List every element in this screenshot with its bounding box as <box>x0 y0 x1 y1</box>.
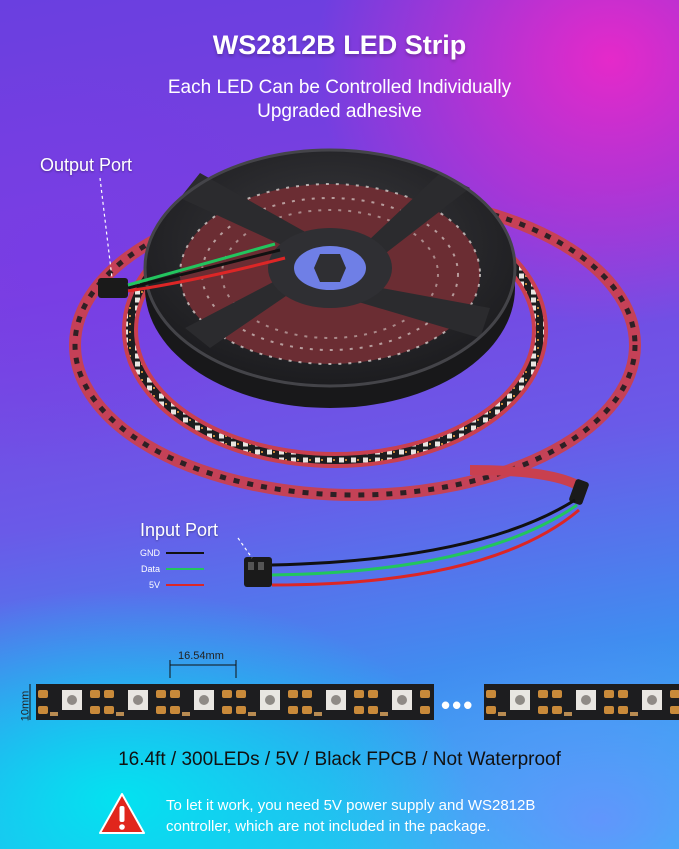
solder-pad <box>604 690 614 698</box>
led-lens <box>581 695 591 705</box>
led-lens <box>331 695 341 705</box>
solder-pad <box>222 706 232 714</box>
capacitor <box>182 712 190 716</box>
capacitor <box>380 712 388 716</box>
solder-pad <box>670 706 679 714</box>
solder-pad <box>90 706 100 714</box>
led-lens <box>265 695 275 705</box>
solder-pad <box>354 690 364 698</box>
led-pitch-label: 16.54mm <box>178 650 224 662</box>
solder-pad <box>420 706 430 714</box>
wire-legend-row: Data <box>130 562 210 576</box>
input-port-label: Input Port <box>140 520 219 540</box>
solder-pad <box>90 690 100 698</box>
solder-pad <box>618 706 628 714</box>
solder-pad <box>552 690 562 698</box>
subtitle-line-2: Upgraded adhesive <box>257 101 422 122</box>
solder-pad <box>104 706 114 714</box>
solder-pad <box>486 690 496 698</box>
solder-pad <box>618 690 628 698</box>
led-lens <box>67 695 77 705</box>
strip-width-label: 10mm <box>19 690 32 722</box>
solder-pad <box>302 706 312 714</box>
solder-pad <box>552 706 562 714</box>
solder-pad <box>170 690 180 698</box>
capacitor <box>498 712 506 716</box>
wire-name: Data <box>140 564 160 574</box>
reel <box>143 148 517 408</box>
solder-pad <box>670 690 679 698</box>
led-lens <box>199 695 209 705</box>
wire-legend-row: 5V <box>130 578 210 592</box>
capacitor <box>116 712 124 716</box>
solder-pad <box>156 690 166 698</box>
input-connector <box>244 557 272 587</box>
solder-pad <box>156 706 166 714</box>
solder-pad <box>288 690 298 698</box>
strip-end-connector <box>569 479 589 505</box>
led-lens <box>133 695 143 705</box>
wire-swatch-5v <box>166 584 204 586</box>
capacitor <box>564 712 572 716</box>
wire-legend-row: GND <box>130 546 210 560</box>
solder-pad <box>604 706 614 714</box>
capacitor <box>50 712 58 716</box>
warning-triangle-icon <box>99 793 145 834</box>
solder-pad <box>104 690 114 698</box>
solder-pad <box>236 690 246 698</box>
solder-pad <box>38 690 48 698</box>
solder-pad <box>170 706 180 714</box>
solder-pad <box>368 690 378 698</box>
warning-text: To let it work, you need 5V power supply… <box>166 797 536 835</box>
wire-swatch-data <box>166 568 204 570</box>
capacitor <box>314 712 322 716</box>
subtitle-line-1: Each LED Can be Controlled Individually <box>167 77 512 98</box>
solder-pad <box>222 690 232 698</box>
solder-pad <box>236 706 246 714</box>
led-lens <box>397 695 407 705</box>
capacitor <box>248 712 256 716</box>
page-title: WS2812B LED Strip <box>212 30 467 60</box>
output-port-label: Output Port <box>40 155 133 175</box>
spec-summary: 16.4ft / 300LEDs / 5V / Black FPCB / Not… <box>118 749 561 770</box>
wire-swatch-gnd <box>166 552 204 554</box>
solder-pad <box>486 706 496 714</box>
strip-segment-left <box>36 684 434 720</box>
wire-name: 5V <box>148 580 160 590</box>
led-lens <box>515 695 525 705</box>
strip-segment-right <box>484 684 679 720</box>
solder-pad <box>368 706 378 714</box>
wire-legend: GND Data 5V <box>130 546 210 594</box>
solder-pad <box>354 706 364 714</box>
solder-pad <box>288 706 298 714</box>
solder-pad <box>538 690 548 698</box>
solder-pad <box>38 706 48 714</box>
solder-pad <box>302 690 312 698</box>
capacitor <box>630 712 638 716</box>
continuation-ellipsis: ••• <box>441 690 475 720</box>
solder-pad <box>538 706 548 714</box>
output-connector <box>98 278 128 298</box>
wire-name: GND <box>140 548 160 558</box>
solder-pad <box>420 690 430 698</box>
led-lens <box>647 695 657 705</box>
